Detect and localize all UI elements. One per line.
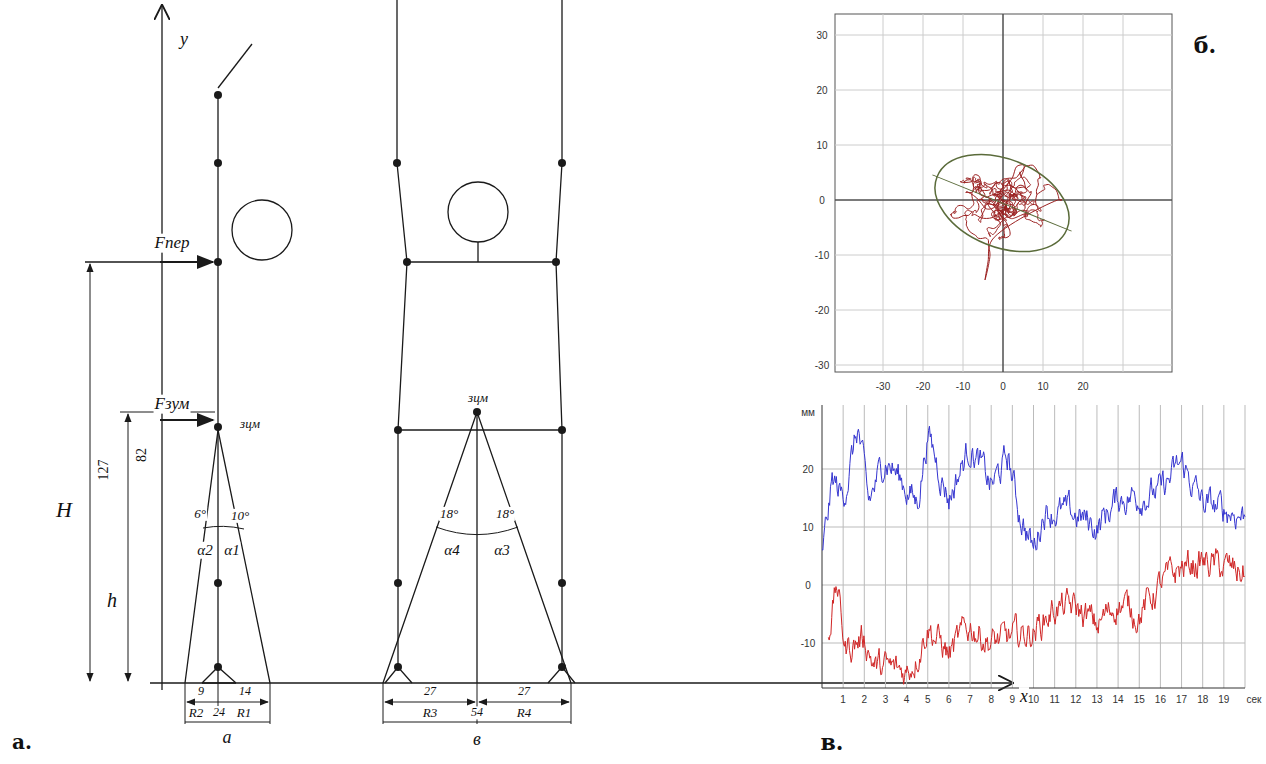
dimension-name: h — [106, 589, 118, 611]
tick-label: 18 — [1196, 694, 1209, 705]
dimension-value: 27 — [517, 685, 531, 698]
time-series-chart — [822, 405, 1245, 688]
panel-letter: б. — [1193, 33, 1217, 57]
angle-name: α4 — [443, 542, 460, 559]
point-label: зцм — [239, 417, 261, 431]
dimension-name: H — [55, 498, 73, 522]
tick-label: 11 — [1048, 694, 1060, 705]
tick-label: 1 — [839, 694, 847, 705]
view-letter: a — [222, 728, 233, 748]
dimension-value: 9 — [197, 685, 205, 698]
tick-label: -10 — [800, 638, 816, 649]
tick-label: 4 — [903, 694, 911, 705]
tick-label: -10 — [814, 250, 830, 261]
tick-label: 15 — [1133, 694, 1146, 705]
tick-label: -30 — [875, 381, 891, 392]
angle-value: 18° — [439, 507, 459, 521]
tick-label: 20 — [815, 85, 828, 96]
dimension-value: 14 — [238, 685, 252, 698]
tick-label: 10 — [1036, 381, 1049, 392]
tick-label: 9 — [1009, 694, 1017, 705]
tick-label: 5 — [924, 694, 932, 705]
dimension-name: R2 — [188, 706, 204, 720]
angle-value: 10° — [230, 509, 250, 523]
dimension-name: R4 — [516, 706, 532, 720]
force-label: Fзум — [154, 395, 191, 414]
panel-letter: в. — [820, 730, 845, 754]
dimension-value: 24 — [212, 706, 226, 719]
stabilogram — [835, 14, 1172, 372]
tick-label: 19 — [1217, 694, 1230, 705]
force-label: Fпер — [154, 234, 191, 253]
angle-value: 18° — [495, 507, 515, 521]
angle-name: α1 — [223, 542, 240, 559]
tick-label: 13 — [1090, 694, 1103, 705]
unit-label: мм — [800, 407, 816, 418]
tick-label: 17 — [1175, 694, 1188, 705]
tick-label: 16 — [1154, 694, 1167, 705]
tick-label: 20 — [801, 464, 814, 475]
tick-label: 10 — [801, 522, 814, 533]
view-letter: в — [472, 730, 482, 750]
tick-label: 6 — [945, 694, 953, 705]
dimension-name: R3 — [422, 706, 438, 720]
dimension-value: 54 — [470, 706, 484, 719]
angle-name: α3 — [493, 542, 510, 559]
tick-label: 3 — [882, 694, 890, 705]
tick-label: -20 — [915, 381, 931, 392]
tick-label: 0 — [804, 580, 812, 591]
tick-label: 0 — [818, 195, 826, 206]
tick-label: -20 — [814, 305, 830, 316]
angle-name: α2 — [196, 542, 213, 559]
point-label: зцм — [467, 391, 489, 405]
tick-label: 7 — [966, 694, 974, 705]
tick-label: 2 — [861, 694, 869, 705]
tick-label: 10 — [1027, 694, 1040, 705]
tick-label: 0 — [999, 381, 1007, 392]
dimension-value: 127 — [96, 459, 111, 482]
unit-label: сек — [1246, 694, 1263, 705]
tick-label: 8 — [987, 694, 995, 705]
tick-label: 30 — [815, 30, 828, 41]
tick-label: 14 — [1112, 694, 1125, 705]
tick-label: 12 — [1069, 694, 1082, 705]
dimension-name: R1 — [236, 706, 252, 720]
angle-value: 6° — [193, 507, 207, 521]
dimension-value: 82 — [134, 447, 149, 463]
tick-label: -30 — [814, 360, 830, 371]
dimension-value: 27 — [423, 685, 437, 698]
axis-name: y — [179, 30, 189, 50]
tick-label: 20 — [1076, 381, 1089, 392]
tick-label: 10 — [815, 140, 828, 151]
tick-label: -10 — [955, 381, 971, 392]
panel-letter: а. — [11, 731, 33, 753]
